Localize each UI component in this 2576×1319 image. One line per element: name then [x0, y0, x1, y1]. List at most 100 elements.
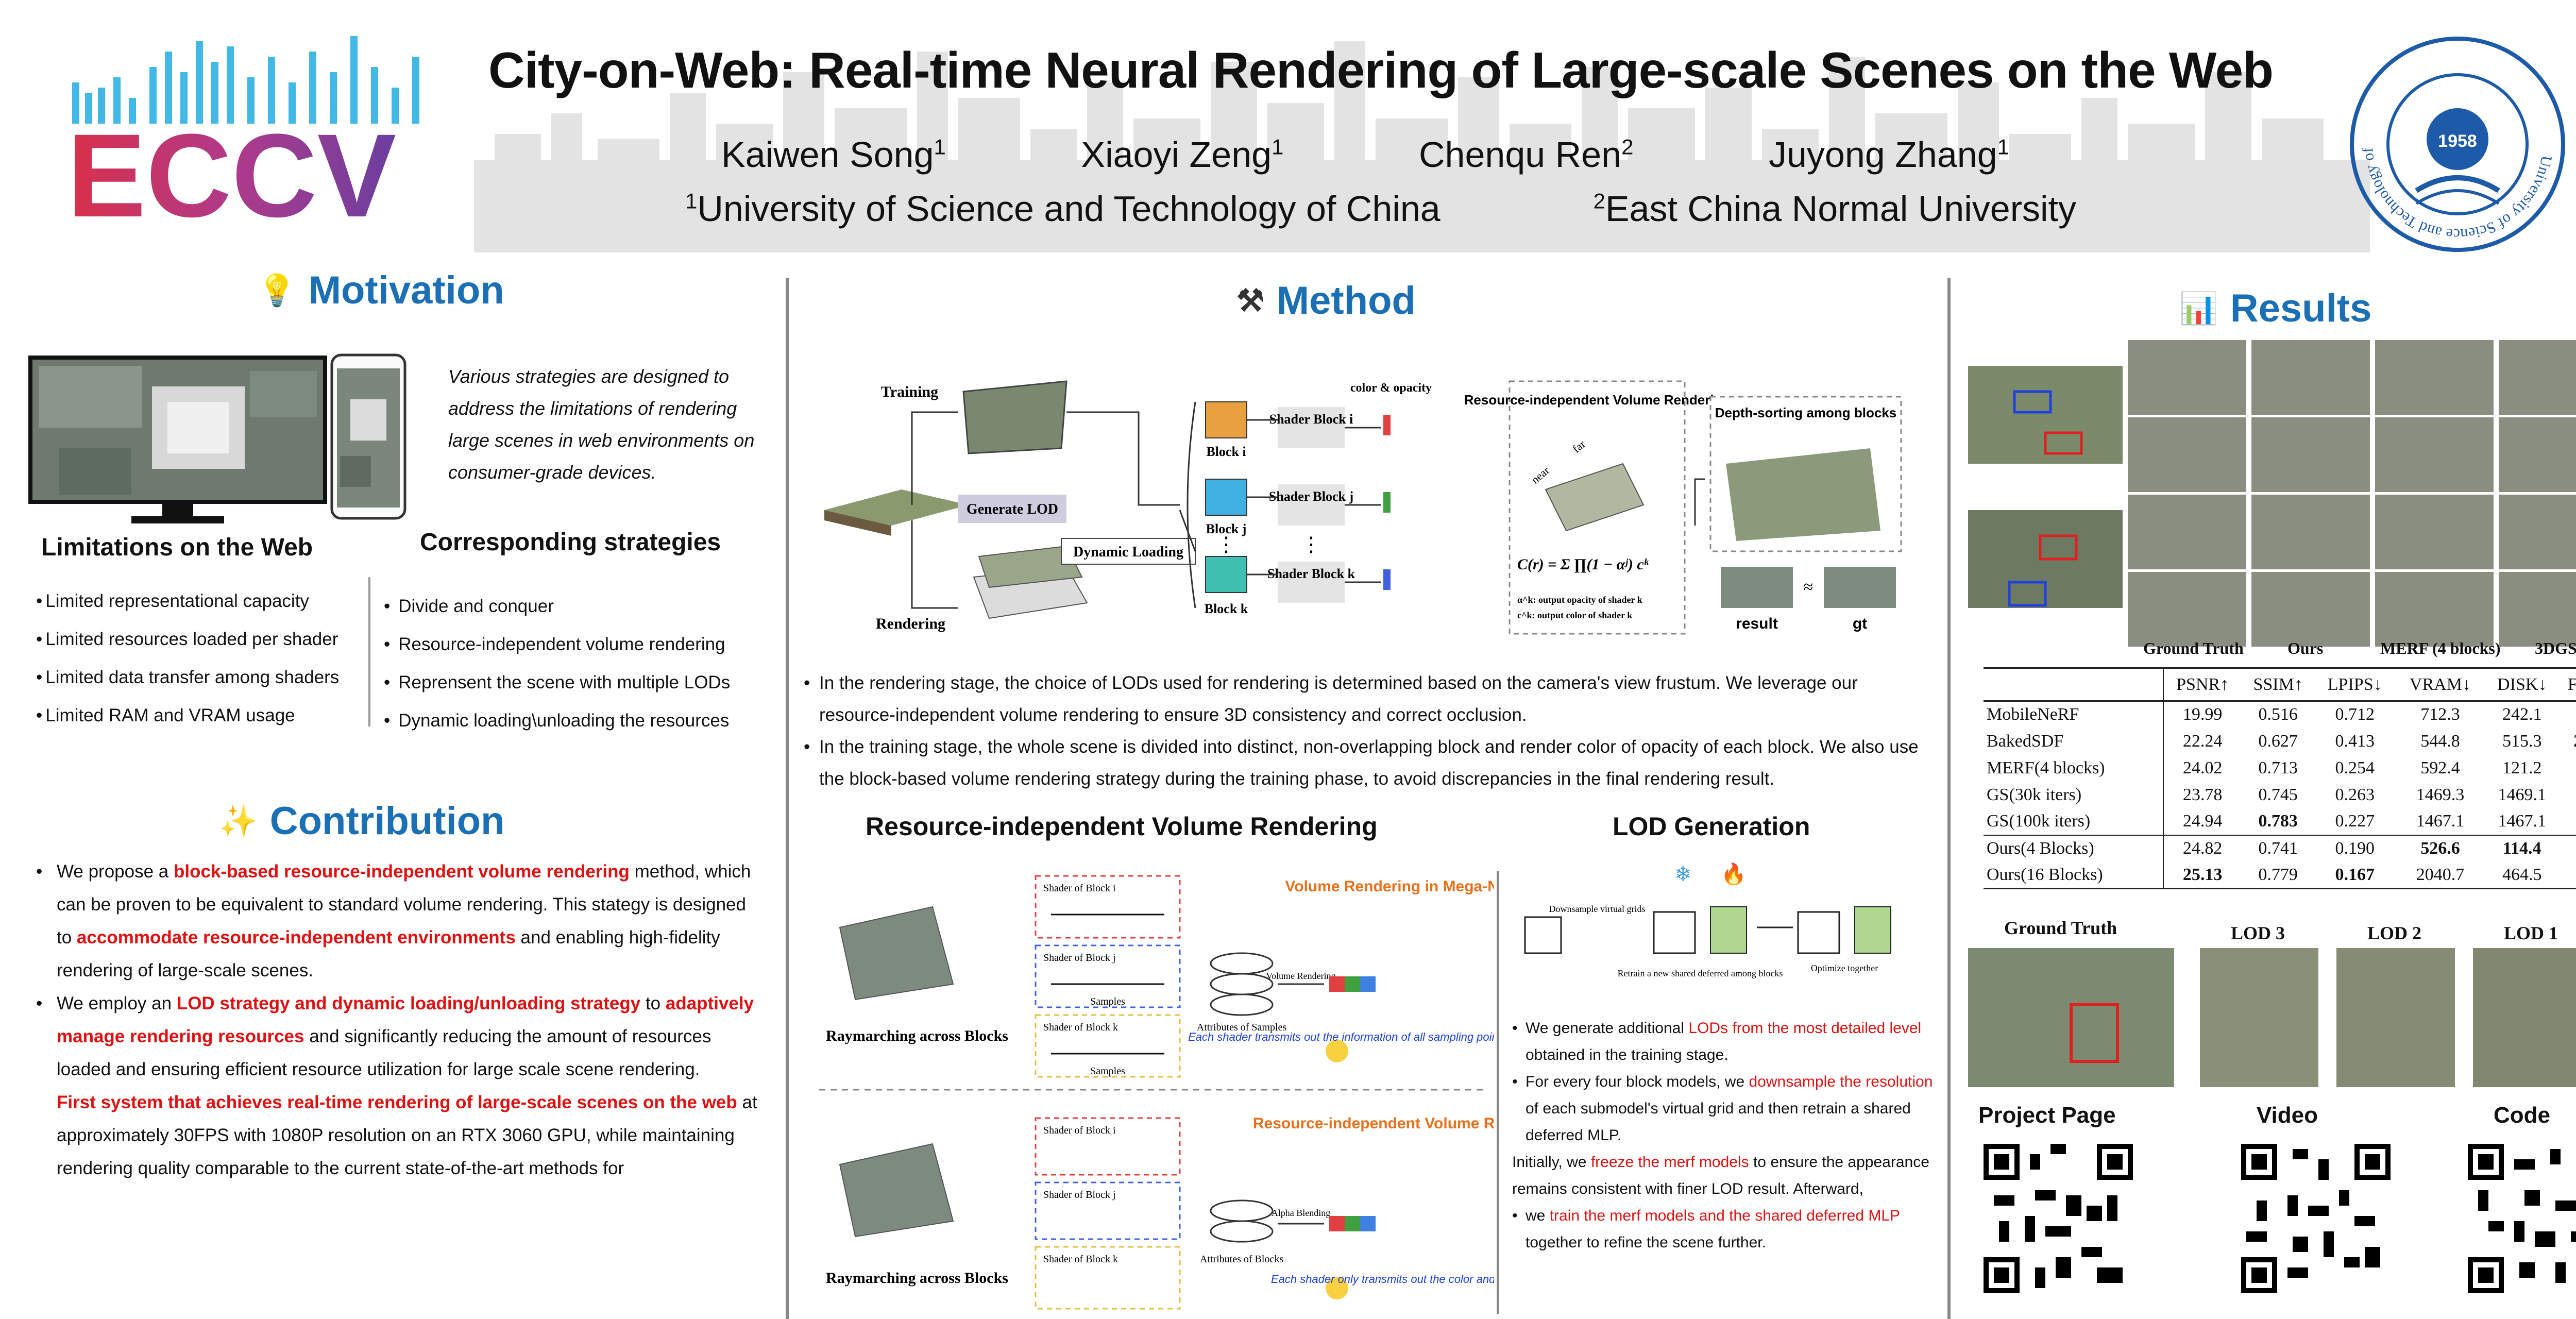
rivr-heading: Resource-independent Volume Rendering — [866, 812, 1378, 841]
lod-generation-diagram: Downsample virtual grids Retrain a new s… — [1524, 862, 1891, 978]
table-row: GS(30k iters) 23.78 0.745 0.263 1469.3 1469.1… — [1984, 781, 2576, 808]
table-cell: 2040.7 — [2395, 861, 2486, 889]
svg-text:Shader of Block k: Shader of Block k — [1043, 1022, 1118, 1033]
phone-illustration — [330, 353, 406, 520]
table-cell: 0.713 — [2258, 758, 2298, 777]
contribution-item: We propose a block-based resource-indepe… — [36, 855, 757, 987]
lod-comparison-images — [1968, 948, 2576, 1087]
table-cell: Ours(16 Blocks) — [1984, 861, 2164, 889]
limitations-list: Limited representational capacity Limite… — [36, 582, 339, 735]
svg-text:≈: ≈ — [1804, 578, 1814, 597]
svg-text:1958: 1958 — [2438, 131, 2477, 151]
lightbulb-icon: 💡 — [258, 273, 296, 308]
svg-text:Raymarching across Blocks: Raymarching across Blocks — [826, 1027, 1008, 1044]
contribution-item: We employ an LOD strategy and dynamic lo… — [36, 987, 757, 1086]
table-header: PSNR↑ — [2163, 667, 2242, 702]
contribution-text: We propose a block-based resource-indepe… — [36, 855, 757, 1185]
list-item: Reprensent the scene with multiple LODs — [384, 664, 730, 702]
table-cell: Ours(4 Blocks) — [1984, 834, 2164, 862]
list-item: Limited RAM and VRAM usage — [36, 697, 339, 735]
affiliation: 2East China Normal University — [1593, 189, 2076, 229]
table-cell: MobileNeRF — [1984, 701, 2164, 728]
table-cell: 0.712 — [2335, 705, 2375, 724]
table-cell: 592.4 — [2420, 758, 2460, 777]
svg-text:Shader of Block j: Shader of Block j — [1043, 1189, 1116, 1200]
table-header: LPIPS↓ — [2314, 667, 2395, 702]
affiliation: 1University of Science and Technology of… — [685, 189, 1440, 229]
table-cell: 22.24 — [2182, 731, 2223, 751]
table-header: SSIM↑ — [2241, 667, 2315, 702]
project-page-qr-code[interactable] — [1984, 1144, 2133, 1293]
svg-text:result: result — [1736, 615, 1778, 632]
svg-text:color & opacity: color & opacity — [1350, 381, 1432, 395]
svg-text:⋮: ⋮ — [1301, 533, 1321, 556]
table-cell: 1467.1 — [2498, 811, 2546, 831]
svg-text:ECCV: ECCV — [67, 109, 396, 227]
table-cell: 24.82 — [2163, 834, 2242, 862]
table-cell: MERF(4 blocks) — [1984, 754, 2164, 782]
table-cell: 25.13 — [2163, 861, 2242, 889]
table-cell: 0.263 — [2335, 785, 2375, 804]
table-cell: 1469.3 — [2416, 785, 2465, 804]
table-row: Ours(4 Blocks)24.820.7410.190526.6114.44… — [1984, 834, 2576, 862]
lod-label: LOD 1 — [2504, 923, 2558, 943]
monitor-illustration — [28, 356, 327, 523]
table-cell: 23.78 — [2182, 785, 2223, 804]
rivr-diagram: Raymarching across Blocks Raymarching ac… — [819, 875, 1494, 1310]
svg-text:far: far — [1570, 437, 1588, 455]
motivation-heading: 💡 Motivation — [258, 268, 504, 312]
grid-label: Ground Truth — [2143, 639, 2244, 657]
table-cell: 46 — [2558, 834, 2576, 862]
results-table: PSNR↑ SSIM↑ LPIPS↓ VRAM↓ DISK↓ FPS↑ Mobi… — [1984, 667, 2576, 889]
table-header: DISK↓ — [2485, 667, 2559, 702]
list-item: We generate additional LODs from the mos… — [1512, 1015, 1940, 1069]
table-cell: 114.4 — [2485, 834, 2559, 862]
list-item: In the rendering stage, the choice of LO… — [804, 667, 1932, 731]
table-cell: 58 — [2558, 808, 2576, 835]
table-row: MERF(4 blocks)24.020.7130.254592.4121.25… — [1984, 754, 2576, 782]
lod-label: LOD 2 — [2367, 923, 2422, 943]
svg-text:Shader of Block i: Shader of Block i — [1043, 1125, 1116, 1136]
svg-text:Rendering: Rendering — [876, 615, 945, 632]
table-cell: 526.6 — [2395, 834, 2486, 862]
table-cell: 242.1 — [2502, 705, 2542, 724]
svg-text:gt: gt — [1853, 615, 1867, 632]
table-cell: 1467.1 — [2416, 811, 2465, 831]
table-cell: 1469.1 — [2498, 785, 2546, 804]
table-cell: 223 — [2558, 728, 2576, 755]
strategies-list: Divide and conquer Resource-independent … — [384, 587, 730, 740]
table-cell: 0.190 — [2314, 834, 2395, 862]
list-item: Limited data transfer among shaders — [36, 658, 339, 697]
table-cell: 0.227 — [2335, 811, 2375, 831]
table-cell: GS(30k iters) — [1984, 781, 2164, 808]
column-divider — [1947, 278, 1951, 1319]
table-cell: 77 — [2558, 782, 2576, 808]
table-cell: 712.3 — [2420, 705, 2460, 724]
method-heading: ⚒ Method — [1236, 279, 1416, 323]
method-description: In the rendering stage, the choice of LO… — [804, 667, 1932, 795]
project-page-label: Project Page — [1978, 1103, 2116, 1128]
svg-text:near: near — [1529, 464, 1552, 486]
table-cell: 544.8 — [2420, 731, 2460, 751]
svg-text:Samples: Samples — [1090, 996, 1125, 1007]
bar-chart-icon: 📊 — [2179, 291, 2218, 326]
column-divider — [786, 278, 789, 1319]
table-header: FPS↑ — [2558, 667, 2576, 702]
svg-text:Block k: Block k — [1205, 601, 1248, 616]
links-section: Project Page Video Code — [1968, 1103, 2576, 1319]
svg-text:Shader of Block k: Shader of Block k — [1043, 1254, 1118, 1265]
lod-heading: LOD Generation — [1613, 812, 1810, 841]
video-qr-code[interactable] — [2241, 1144, 2391, 1293]
code-qr-code[interactable] — [2468, 1144, 2576, 1293]
table-cell: 515.3 — [2502, 731, 2542, 751]
table-cell: 0.254 — [2335, 758, 2375, 777]
list-item: Limited representational capacity — [36, 582, 339, 620]
svg-text:Each shader transmits out the: Each shader transmits out the informatio… — [1188, 1030, 1494, 1043]
table-cell: 121.2 — [2502, 758, 2542, 777]
table-cell: BakedSDF — [1984, 728, 2164, 755]
affiliation-list: 1University of Science and Technology of… — [685, 188, 2076, 229]
table-cell: 0.745 — [2258, 785, 2298, 804]
